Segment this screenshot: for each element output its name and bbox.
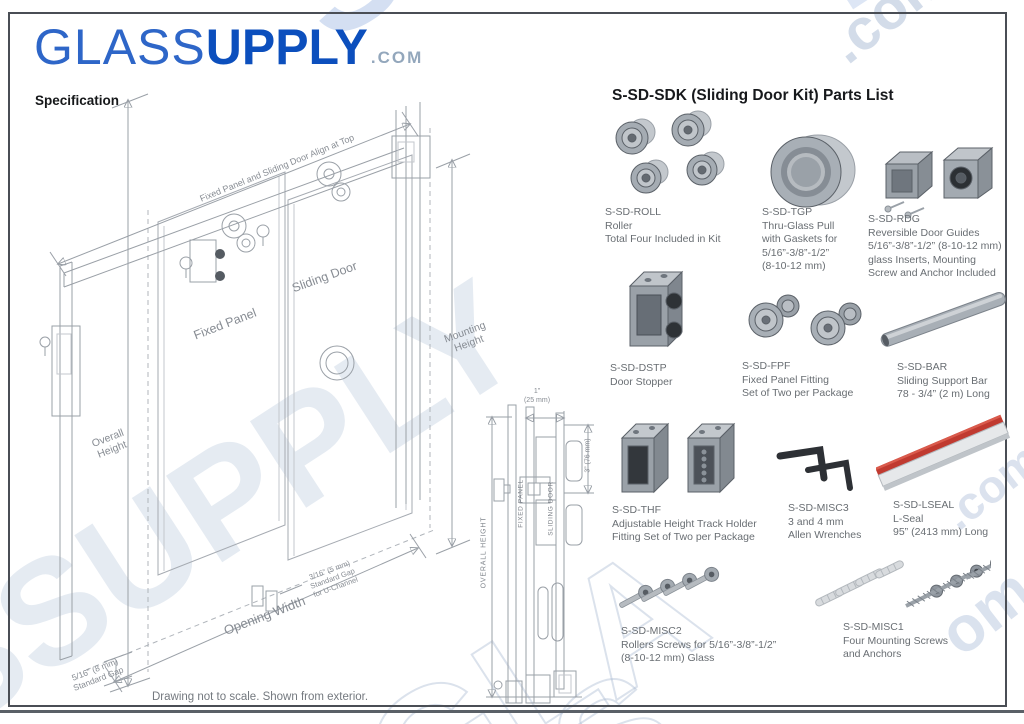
part-caption: S-SD-FPF Fixed Panel Fitting Set of Two … — [742, 360, 877, 401]
part-code: S-SD-MISC2 — [621, 625, 682, 637]
part-caption: S-SD-LSEAL L-Seal 95” (2413 mm) Long — [893, 499, 1018, 540]
part-image-s-sd-rdg — [884, 146, 994, 219]
part-line: Set of Two per Package — [742, 387, 854, 400]
part-line: 5/16”-3/8”-1/2” (8-10-12 mm) — [868, 240, 1002, 253]
part-line: Fitting Set of Two per Package — [612, 531, 755, 544]
part-code: S-SD-BAR — [897, 361, 948, 373]
section-height-dim-label: 3” (76 mm) — [584, 438, 592, 473]
section-width-dim-label: 1” (25 mm) — [512, 388, 562, 405]
part-code: S-SD-MISC3 — [788, 502, 849, 514]
glasssupply-logo: GLASS UPPLY .COM — [34, 22, 423, 72]
part-line: Roller — [605, 219, 633, 232]
part-line: Allen Wrenches — [788, 529, 862, 542]
part-caption: S-SD-TGP Thru-Glass Pull with Gaskets fo… — [762, 206, 882, 274]
width-dim-line2: (25 mm) — [523, 396, 551, 404]
part-line: Thru-Glass Pull — [762, 219, 835, 232]
part-line: Reversible Door Guides — [868, 226, 980, 239]
specification-heading: Specification — [35, 93, 120, 108]
part-line: Four Mounting Screws — [843, 634, 949, 647]
part-line: Fixed Panel Fitting — [742, 373, 829, 386]
part-caption: S-SD-MISC2 Rollers Screws for 5/16”-3/8”… — [621, 625, 806, 666]
part-caption: S-SD-DSTP Door Stopper — [610, 362, 740, 389]
parts-list-title: S-SD-SDK (Sliding Door Kit) Parts List — [612, 87, 894, 104]
part-code: S-SD-ROLL — [605, 206, 662, 218]
part-code: S-SD-DSTP — [610, 362, 667, 374]
part-line: L-Seal — [893, 512, 924, 525]
part-caption: S-SD-ROLL Roller Total Four Included in … — [605, 206, 755, 247]
part-image-s-sd-misc2 — [619, 566, 720, 608]
part-line: 95” (2413 mm) Long — [893, 526, 989, 539]
part-line: and Anchors — [843, 648, 902, 661]
part-image-s-sd-lseal — [876, 414, 1011, 491]
part-line: Rollers Screws for 5/16”-3/8”-1/2” — [621, 638, 777, 651]
width-dim-line1: 1” — [533, 388, 541, 395]
part-caption: S-SD-THF Adjustable Height Track Holder … — [612, 504, 777, 545]
logo-bold-text: UPPLY — [205, 19, 368, 75]
part-code: S-SD-MISC1 — [843, 621, 904, 633]
part-image-s-sd-thf — [620, 422, 736, 494]
part-line: Door Stopper — [610, 375, 673, 388]
part-line: Sliding Support Bar — [897, 374, 988, 387]
logo-light-text: GLASS — [34, 19, 206, 75]
isometric-door-drawing — [39, 93, 471, 693]
page-border — [8, 12, 1007, 707]
part-caption: S-SD-MISC3 3 and 4 mm Allen Wrenches — [788, 502, 898, 543]
bottom-rule — [0, 710, 1024, 713]
part-image-s-sd-fpf — [748, 294, 862, 346]
part-code: S-SD-THF — [612, 504, 661, 516]
logo-com-text: .COM — [370, 48, 424, 67]
part-line: Adjustable Height Track Holder — [612, 517, 757, 530]
part-caption: S-SD-MISC1 Four Mounting Screws and Anch… — [843, 621, 993, 662]
part-line: (8-10-12 mm) — [762, 260, 826, 273]
part-caption: S-SD-BAR Sliding Support Bar 78 - 3/4” (… — [897, 361, 1022, 402]
not-to-scale-note: Drawing not to scale. Shown from exterio… — [152, 691, 369, 703]
part-code: S-SD-RDG — [868, 213, 920, 225]
part-code: S-SD-LSEAL — [893, 499, 955, 511]
part-image-s-sd-roll — [615, 110, 725, 194]
part-line: Total Four Included in Kit — [605, 233, 721, 246]
section-sliding-door-label: SLIDING DOOR — [547, 481, 555, 536]
part-line: (8-10-12 mm) Glass — [621, 652, 715, 665]
part-line: Screw and Anchor Included — [868, 267, 996, 280]
part-image-s-sd-misc1 — [815, 556, 991, 608]
part-image-s-sd-bar — [880, 292, 1006, 347]
section-fixed-panel-label: FIXED PANEL — [517, 479, 525, 528]
part-image-s-sd-dstp — [628, 270, 684, 348]
part-caption: S-SD-RDG Reversible Door Guides 5/16”-3/… — [868, 213, 1023, 281]
part-line: glass Inserts, Mounting — [868, 253, 976, 266]
part-image-s-sd-misc3 — [776, 446, 853, 491]
part-line: with Gaskets for — [762, 233, 838, 246]
part-code: S-SD-TGP — [762, 206, 813, 218]
part-line: 78 - 3/4” (2 m) Long — [897, 388, 990, 401]
section-view-drawing — [486, 404, 594, 704]
part-line: 5/16”-3/8”-1/2” — [762, 246, 830, 259]
part-image-s-sd-tgp — [770, 134, 856, 208]
section-overall-height-label: OVERALL HEIGHT — [480, 516, 488, 589]
part-line: 3 and 4 mm — [788, 515, 844, 528]
part-code: S-SD-FPF — [742, 360, 791, 372]
